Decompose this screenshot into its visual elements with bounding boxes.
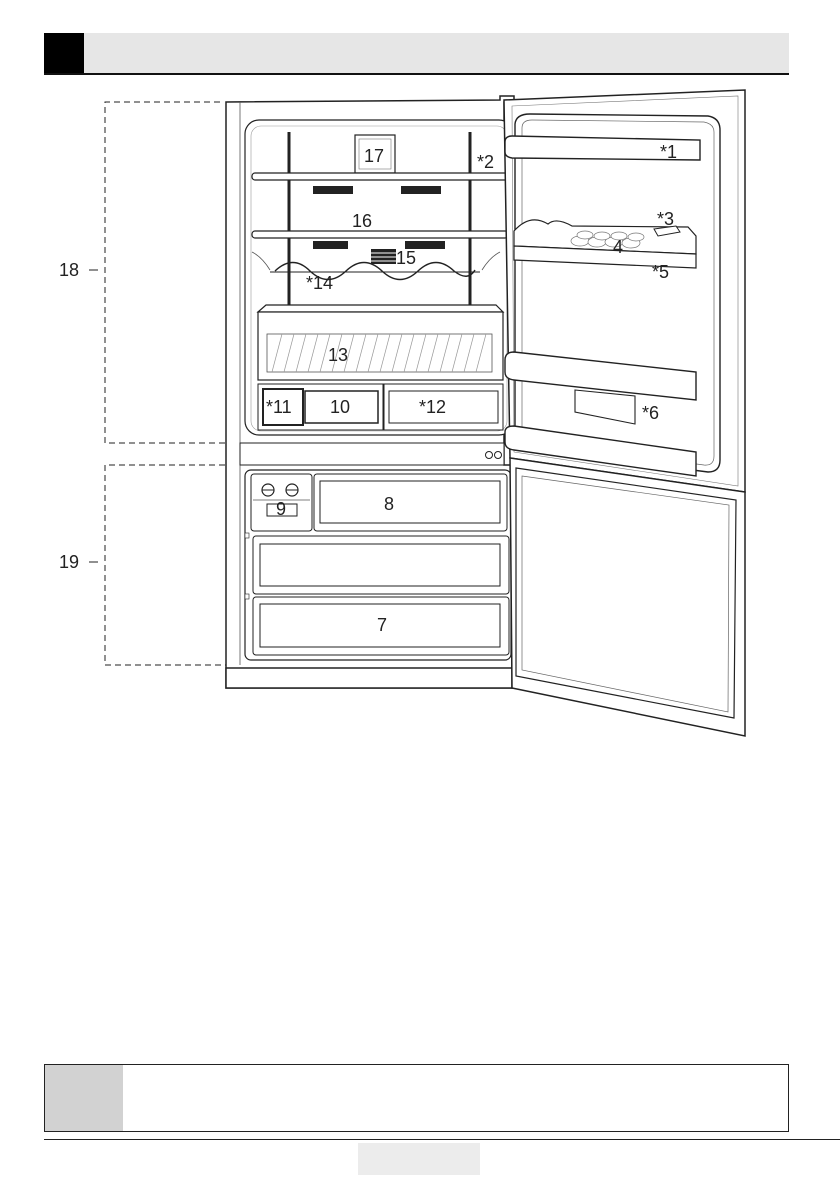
label-14: *14 <box>306 273 333 293</box>
drawer-clip <box>245 533 249 538</box>
label-6: *6 <box>642 403 659 423</box>
note-icon <box>45 1065 123 1131</box>
divider-strip <box>240 443 504 465</box>
crisper-lid <box>258 305 503 312</box>
label-18: 18 <box>59 260 79 280</box>
label-17: 17 <box>364 146 384 166</box>
drawer-clip <box>245 594 249 599</box>
label-10: 10 <box>330 397 350 417</box>
page-number-tab <box>358 1143 480 1175</box>
label-13: 13 <box>328 345 348 365</box>
label-11: *11 <box>266 397 292 417</box>
label-19: 19 <box>59 552 79 572</box>
label-12: *12 <box>419 397 446 417</box>
freezer-zone-bracket <box>105 465 226 665</box>
footer-divider <box>44 1139 840 1140</box>
label-15: 15 <box>396 248 416 268</box>
fan-grille <box>371 249 396 264</box>
label-9: 9 <box>276 499 286 519</box>
label-2: *2 <box>477 152 494 172</box>
glass-shelf-top <box>252 173 508 180</box>
freezer-drawer-middle <box>260 544 500 586</box>
label-1: *1 <box>660 142 677 162</box>
note-box <box>44 1064 789 1132</box>
label-5: *5 <box>652 262 669 282</box>
freezer-drawer-8 <box>320 481 500 523</box>
base-plinth <box>226 668 512 688</box>
glass-shelf-middle <box>252 231 508 238</box>
label-8: 8 <box>384 494 394 514</box>
label-4: 4 <box>613 237 623 257</box>
freezer-door-gasket <box>516 468 736 718</box>
label-3: *3 <box>657 209 674 229</box>
label-7: 7 <box>377 615 387 635</box>
fridge-zone-bracket <box>105 102 230 443</box>
label-16: 16 <box>352 211 372 231</box>
egg-cups <box>571 231 644 248</box>
